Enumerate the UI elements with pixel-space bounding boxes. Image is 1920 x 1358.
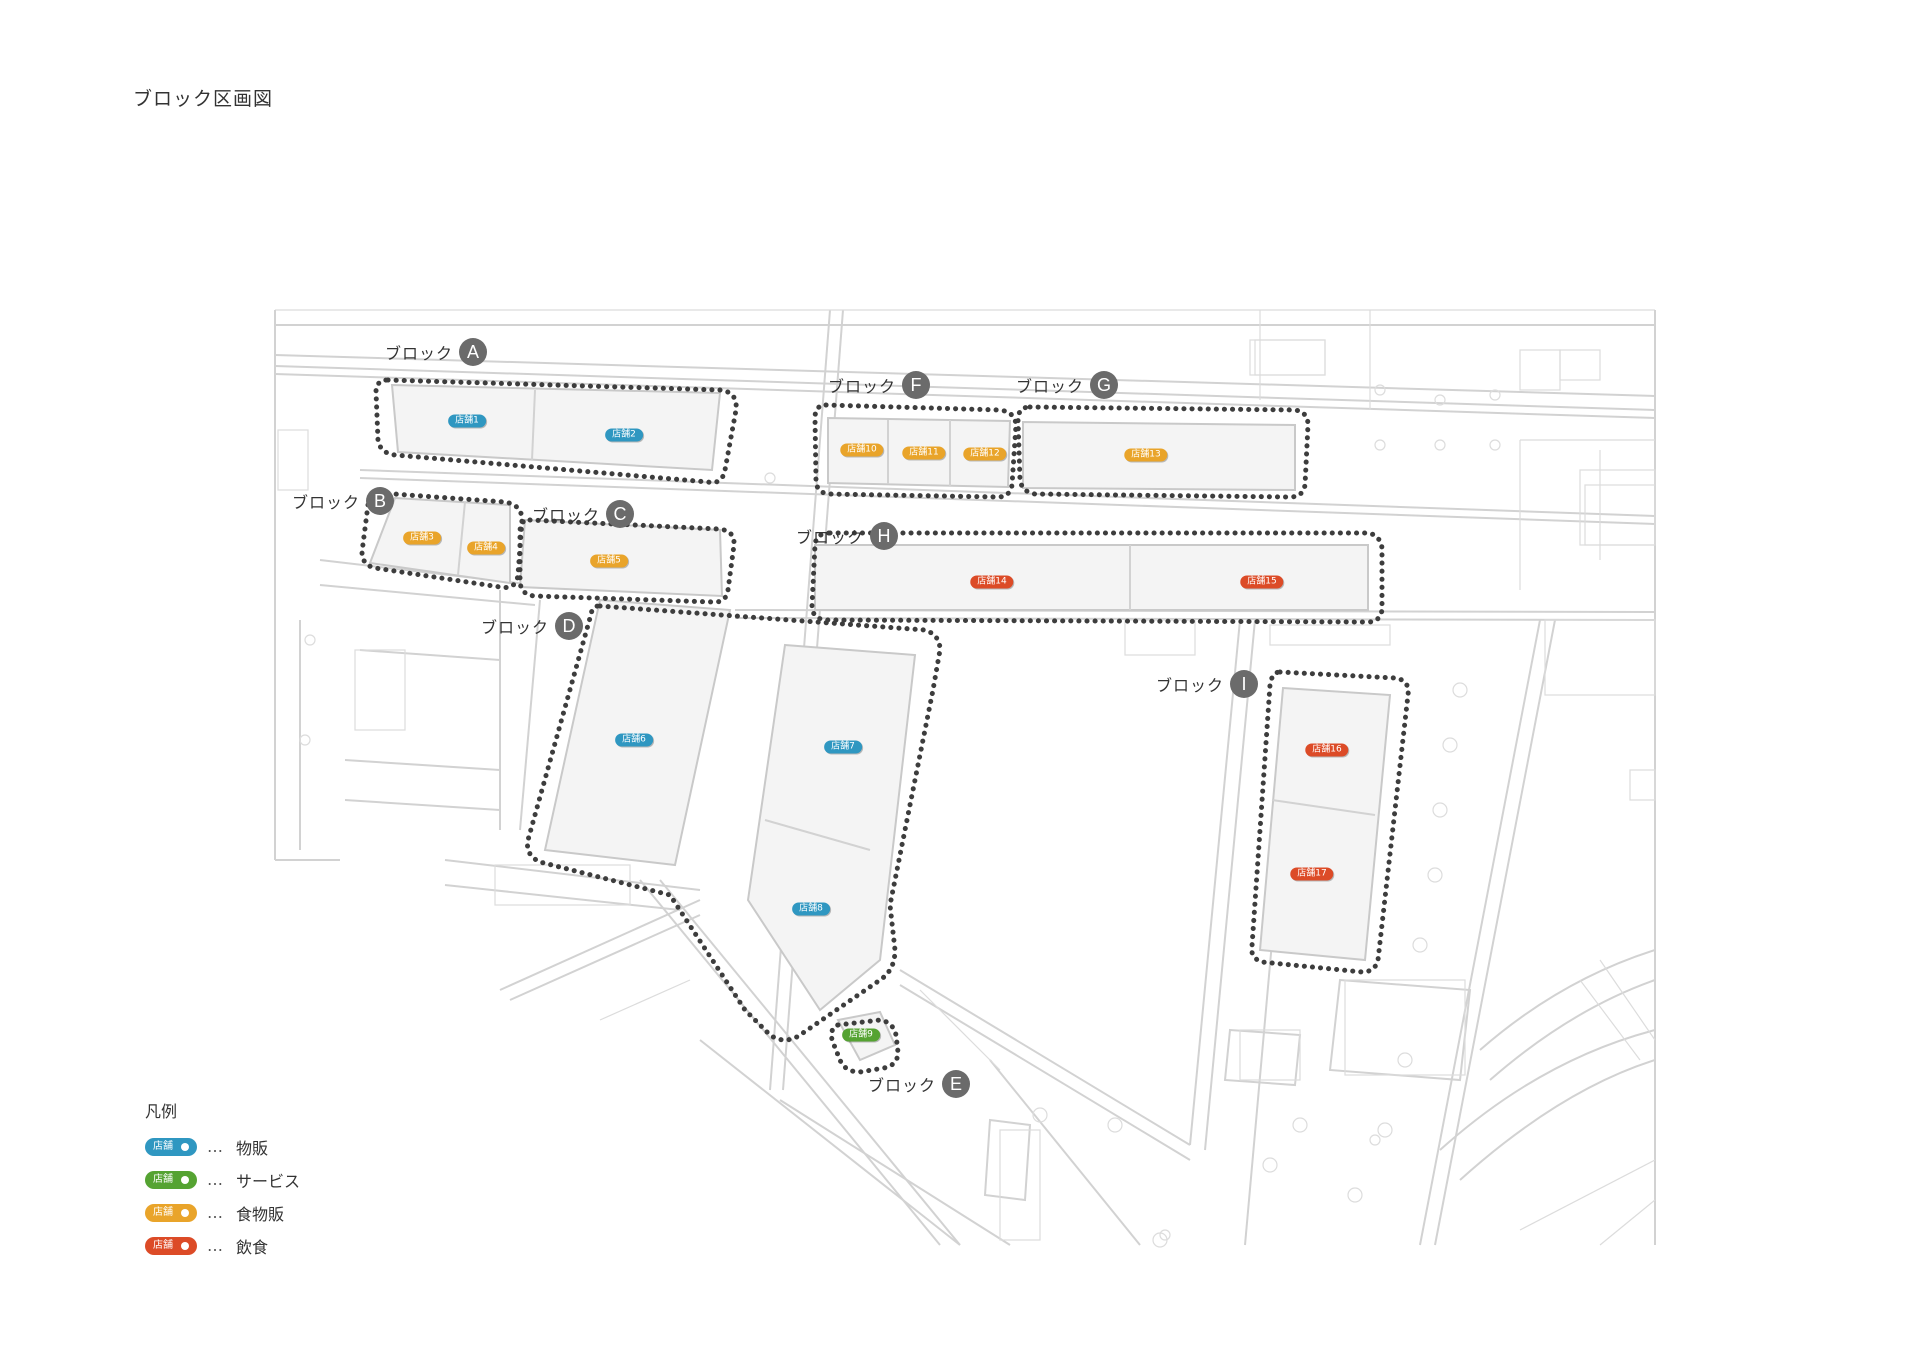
legend-item: 店舗 … サービス	[145, 1163, 300, 1196]
block-label-text: ブロック	[385, 344, 454, 363]
block-badge-e: E	[942, 1070, 971, 1098]
block-label-g: ブロック G	[1016, 371, 1119, 399]
block-outline-c	[517, 517, 737, 605]
shop-badge-12: 店舗12	[963, 447, 1007, 461]
shop-badge-16: 店舗16	[1305, 743, 1349, 757]
block-label-e: ブロック E	[868, 1070, 971, 1098]
shop-badge-1: 店舗1	[448, 414, 486, 428]
shop-badge-3: 店舗3	[403, 531, 441, 545]
block-label-text: ブロック	[1016, 377, 1085, 396]
block-label-d: ブロック D	[481, 612, 584, 640]
legend-pill-orange: 店舗	[145, 1203, 197, 1222]
legend-separator: …	[207, 1236, 224, 1255]
legend-separator: …	[207, 1203, 224, 1222]
shop-badge-5: 店舗5	[590, 554, 628, 568]
shop-badge-6: 店舗6	[615, 733, 653, 747]
shop-badge-8: 店舗8	[792, 902, 830, 916]
legend-separator: …	[207, 1170, 224, 1189]
block-outline-h	[809, 530, 1385, 625]
block-badge-h: H	[870, 522, 899, 550]
block-badge-d: D	[555, 612, 584, 640]
shop-area-6	[543, 598, 732, 867]
shop-area-16-17	[1258, 686, 1392, 962]
legend-label: 飲食	[236, 1237, 269, 1257]
block-badge-g: G	[1090, 371, 1119, 399]
legend-item: 店舗 … 食物販	[145, 1196, 300, 1229]
block-label-text: ブロック	[292, 493, 361, 512]
block-outline-a	[373, 377, 739, 485]
block-label-text: ブロック	[868, 1076, 937, 1095]
block-badge-c: C	[606, 500, 635, 528]
block-outline-i	[1249, 669, 1411, 975]
block-boundaries	[359, 377, 1411, 1075]
block-label-text: ブロック	[532, 506, 601, 525]
block-outline-b	[359, 490, 525, 590]
legend-pill-blue: 店舗	[145, 1137, 197, 1156]
shop-badge-13: 店舗13	[1124, 448, 1168, 462]
shop-badge-17: 店舗17	[1290, 867, 1334, 881]
shop-badge-14: 店舗14	[970, 575, 1014, 589]
shop-badge-9: 店舗9	[842, 1028, 880, 1042]
block-outline-e	[829, 1017, 901, 1075]
dot-icon	[181, 1241, 189, 1250]
shop-badge-7: 店舗7	[824, 740, 862, 754]
shop-area-14-15	[814, 544, 1369, 611]
shop-badge-4: 店舗4	[467, 541, 505, 555]
legend-title: 凡例	[145, 1102, 178, 1121]
block-badge-a: A	[459, 338, 488, 366]
shop-badge-15: 店舗15	[1240, 575, 1284, 589]
dot-icon	[181, 1208, 189, 1217]
block-badge-b: B	[366, 487, 395, 515]
legend-pill-red: 店舗	[145, 1236, 197, 1255]
dot-icon	[181, 1175, 189, 1184]
block-label-c: ブロック C	[532, 500, 635, 528]
block-label-b: ブロック B	[292, 487, 395, 515]
block-outline-f	[812, 402, 1019, 500]
block-label-text: ブロック	[828, 377, 897, 396]
block-label-text: ブロック	[796, 528, 865, 547]
legend-label: 物販	[236, 1138, 269, 1158]
block-label-f: ブロック F	[828, 371, 931, 399]
shop-badge-11: 店舗11	[902, 446, 946, 460]
shop-badge-2: 店舗2	[605, 428, 643, 442]
block-badge-f: F	[902, 371, 931, 399]
block-label-a: ブロック A	[385, 338, 488, 366]
legend-separator: …	[207, 1137, 224, 1156]
legend: 凡例 店舗 … 物販 店舗 … サービス 店舗 … 食物販 店舗 … 飲食	[145, 1098, 300, 1262]
shop-badge-10: 店舗10	[840, 443, 884, 457]
block-badge-i: I	[1230, 670, 1259, 698]
legend-item: 店舗 … 飲食	[145, 1229, 300, 1262]
page-title: ブロック区画図	[133, 88, 274, 110]
block-label-i: ブロック I	[1156, 670, 1259, 698]
block-outline-d	[525, 603, 943, 1043]
block-label-h: ブロック H	[796, 522, 899, 550]
dot-icon	[181, 1142, 189, 1151]
shop-areas	[368, 383, 1392, 1062]
legend-pill-green: 店舗	[145, 1170, 197, 1189]
block-label-text: ブロック	[1156, 676, 1225, 695]
legend-label: 食物販	[236, 1204, 285, 1224]
shop-area-7-8	[746, 643, 917, 1012]
legend-label: サービス	[236, 1171, 301, 1191]
shop-area-1-2	[390, 383, 722, 472]
block-label-text: ブロック	[481, 618, 550, 637]
legend-item: 店舗 … 物販	[145, 1130, 300, 1163]
